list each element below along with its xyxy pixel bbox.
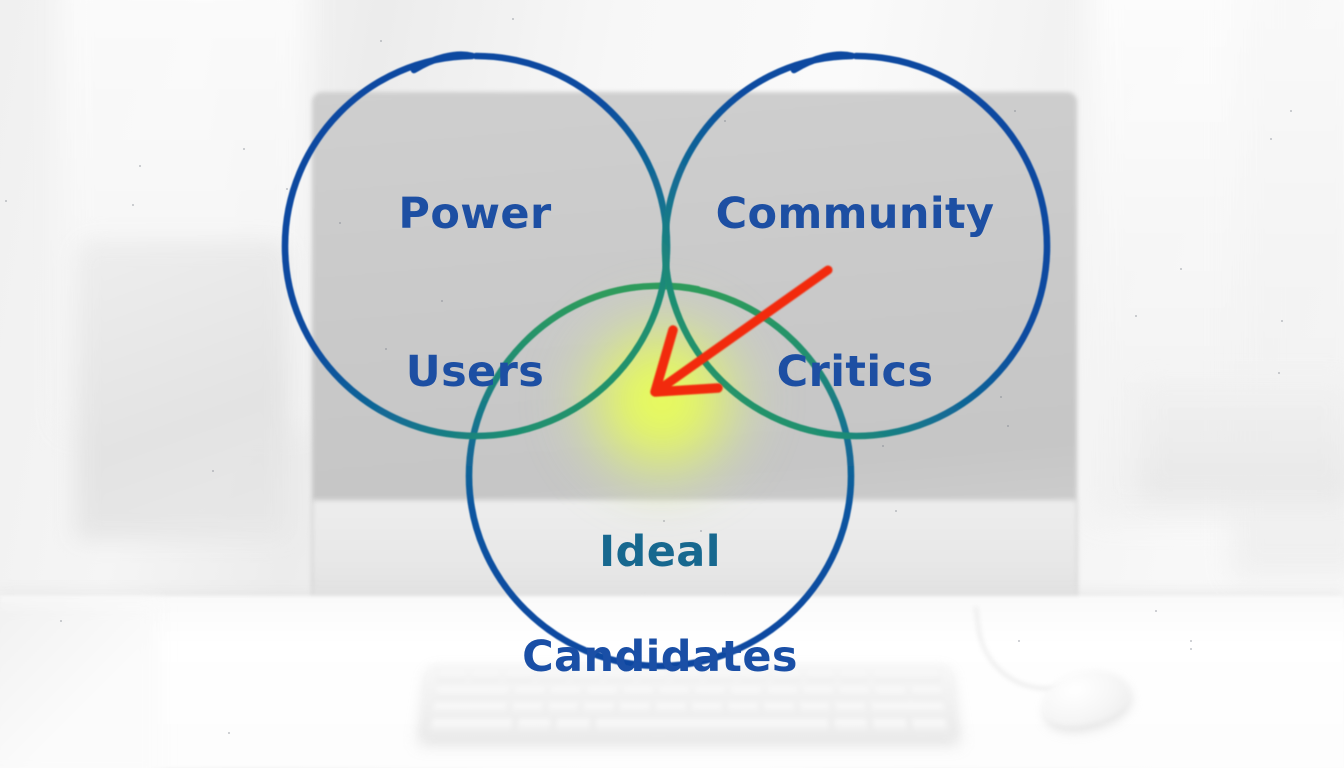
annotation-arrow [650, 265, 833, 397]
background-shelf [1140, 380, 1344, 500]
desk-left-corner [0, 600, 160, 768]
circle-community-critics [661, 51, 1051, 440]
circle-ideal-candidates [465, 282, 855, 670]
office-chair [75, 240, 290, 540]
circle-power-users [281, 51, 671, 440]
